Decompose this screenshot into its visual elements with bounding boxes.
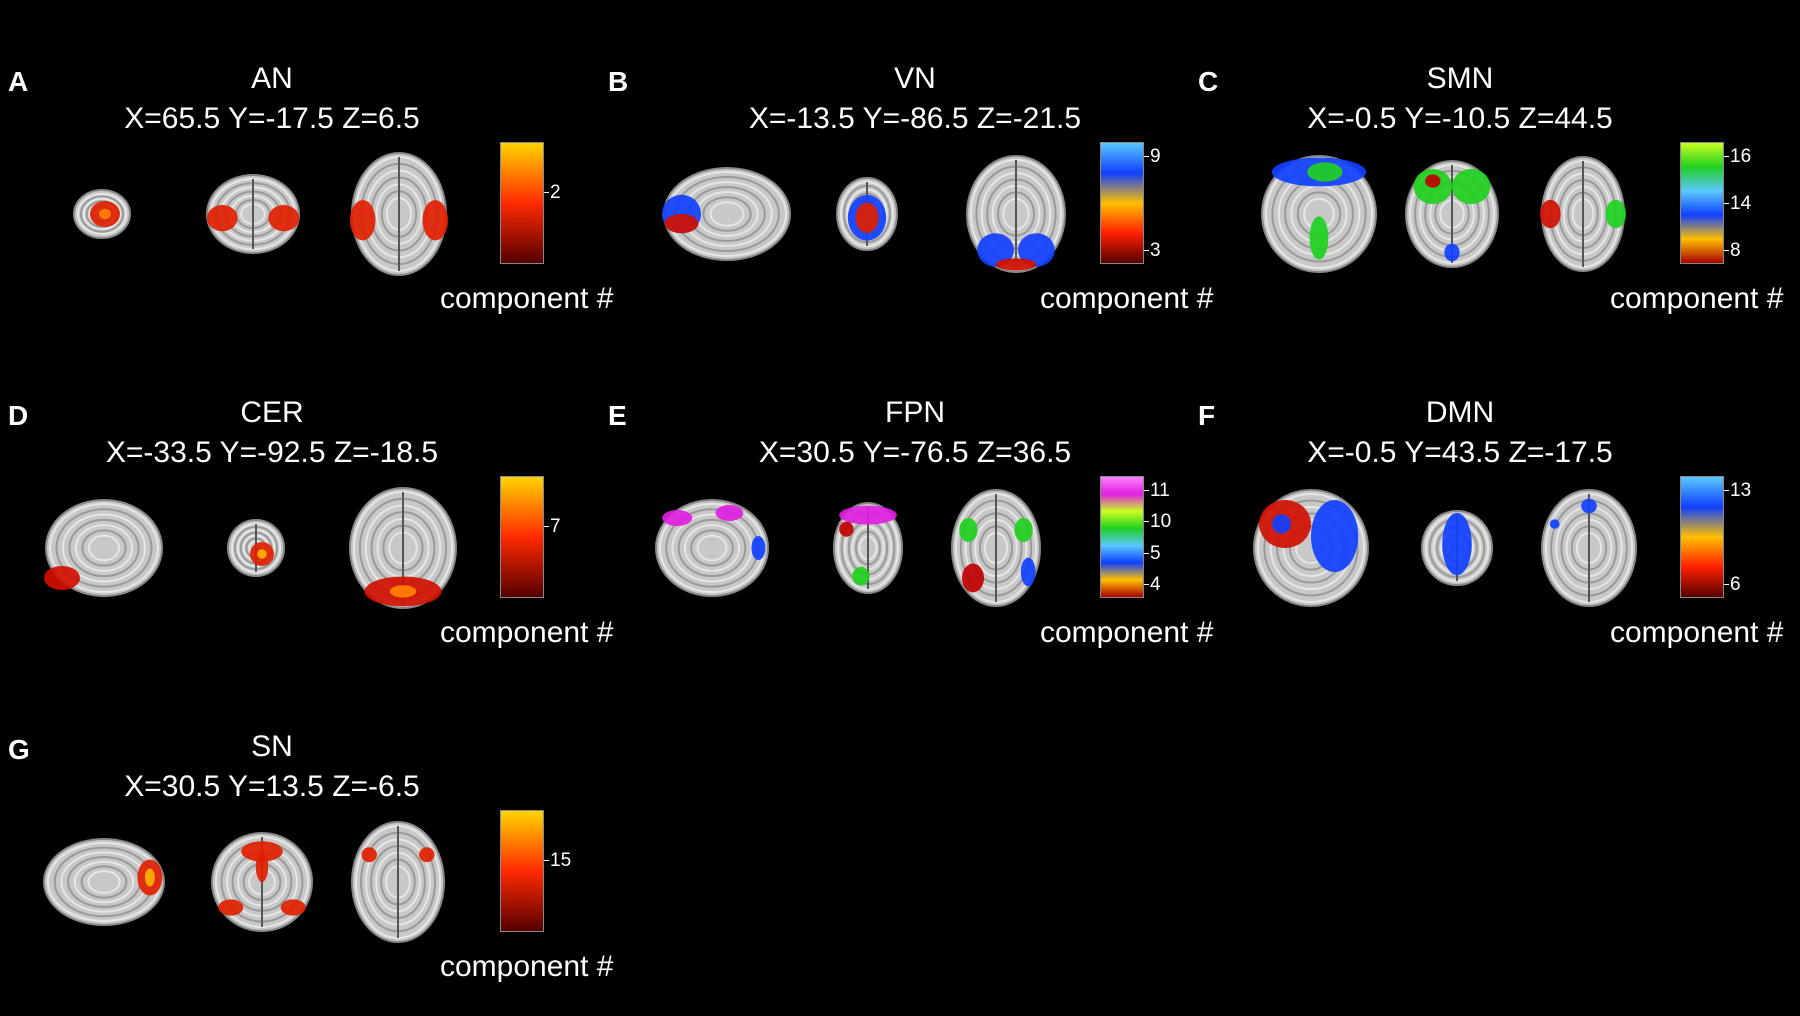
sagittal-brain-slice xyxy=(662,166,792,262)
axial-brain-slice xyxy=(1540,488,1638,608)
coronal-brain-slice xyxy=(1404,159,1500,269)
colorbar-tick-label: 9 xyxy=(1150,146,1161,167)
slice-coordinates: X=-13.5 Y=-86.5 Z=-21.5 xyxy=(748,102,1082,135)
network-title: DMN xyxy=(1425,396,1495,429)
coronal-brain-slice xyxy=(832,501,904,595)
colorbar xyxy=(1100,476,1144,598)
colorbar xyxy=(500,810,544,932)
colorbar-tick-label: 15 xyxy=(550,850,572,871)
slice-coordinates: X=65.5 Y=-17.5 Z=6.5 xyxy=(124,102,420,135)
panel-g: G SN X=30.5 Y=13.5 Z=-6.5 15 component # xyxy=(0,686,613,1016)
coronal-brain-slice xyxy=(835,176,899,252)
colorbar-tick-mark xyxy=(1724,490,1729,491)
sagittal-brain-slice xyxy=(1260,154,1378,274)
colorbar-label: component # xyxy=(440,616,614,649)
colorbar-tick-mark xyxy=(1724,156,1729,157)
colorbar xyxy=(1100,142,1144,264)
panel-letter: E xyxy=(608,400,627,431)
colorbar-tick-label: 4 xyxy=(1150,574,1161,595)
sagittal-brain-slice xyxy=(1252,488,1370,608)
coronal-brain-slice xyxy=(226,518,286,578)
axial-brain-slice xyxy=(348,486,458,610)
panel-letter: C xyxy=(1198,66,1219,97)
panel-c: C SMN X=-0.5 Y=-10.5 Z=44.5 16 14 8 component … xyxy=(1190,18,1790,348)
colorbar-label: component # xyxy=(1040,616,1214,649)
colorbar xyxy=(500,142,544,264)
panel-a: A AN X=65.5 Y=-17.5 Z=6.5 2 component # xyxy=(0,18,613,348)
colorbar-tick-mark xyxy=(544,860,549,861)
colorbar-tick-mark xyxy=(1144,250,1149,251)
axial-brain-slice xyxy=(350,151,448,277)
network-title: AN xyxy=(251,62,293,95)
colorbar-tick-mark xyxy=(1144,584,1149,585)
network-title: CER xyxy=(240,396,304,429)
colorbar-tick-mark xyxy=(1144,521,1149,523)
colorbar-tick-mark xyxy=(1724,584,1729,585)
colorbar-label: component # xyxy=(1610,616,1784,649)
sagittal-brain-slice xyxy=(654,498,770,598)
colorbar-label: component # xyxy=(1040,282,1214,315)
colorbar-tick-label: 5 xyxy=(1150,542,1161,564)
panel-letter: A xyxy=(8,66,29,97)
panel-letter: B xyxy=(608,66,629,97)
colorbar-tick-label: 14 xyxy=(1730,193,1752,214)
colorbar xyxy=(1680,142,1724,264)
network-title: FPN xyxy=(885,396,945,429)
colorbar-tick-label: 3 xyxy=(1150,240,1161,261)
panel-letter: G xyxy=(8,734,30,765)
panel-f: F DMN X=-0.5 Y=43.5 Z=-17.5 13 6 component # xyxy=(1190,352,1790,682)
axial-brain-slice xyxy=(1540,155,1626,273)
panel-letter: D xyxy=(8,400,29,431)
colorbar-tick-label: 2 xyxy=(550,182,561,203)
axial-brain-slice xyxy=(950,488,1042,608)
colorbar-tick-label: 10 xyxy=(1150,511,1172,533)
network-title: SN xyxy=(251,730,293,763)
panel-b: B VN X=-13.5 Y=-86.5 Z=-21.5 9 3 component # xyxy=(600,18,1213,348)
colorbar-tick-mark xyxy=(544,526,549,527)
coronal-brain-slice xyxy=(1420,509,1494,587)
colorbar-tick-mark xyxy=(1724,203,1729,204)
colorbar-tick-label: 11 xyxy=(1150,480,1170,501)
axial-brain-slice xyxy=(350,820,446,944)
slice-coordinates: X=-0.5 Y=-10.5 Z=44.5 xyxy=(1307,102,1613,135)
colorbar-tick-label: 16 xyxy=(1730,146,1752,167)
panel-e: E FPN X=30.5 Y=-76.5 Z=36.5 11 10 5 4 component… xyxy=(600,352,1213,682)
colorbar-tick-mark xyxy=(1144,490,1149,491)
axial-brain-slice xyxy=(965,154,1067,274)
colorbar-label: component # xyxy=(440,282,614,315)
slice-coordinates: X=-33.5 Y=-92.5 Z=-18.5 xyxy=(105,436,439,469)
colorbar-tick-mark xyxy=(1144,156,1149,157)
colorbar-label: component # xyxy=(440,950,614,983)
panel-letter: F xyxy=(1198,400,1216,431)
slice-coordinates: X=-0.5 Y=43.5 Z=-17.5 xyxy=(1307,436,1613,469)
colorbar xyxy=(500,476,544,598)
network-title: SMN xyxy=(1426,62,1494,95)
sagittal-brain-slice xyxy=(44,498,164,598)
sagittal-brain-slice xyxy=(72,188,132,240)
slice-coordinates: X=30.5 Y=-76.5 Z=36.5 xyxy=(758,436,1072,469)
colorbar-tick-label: 7 xyxy=(550,516,561,537)
colorbar xyxy=(1680,476,1724,598)
coronal-brain-slice xyxy=(205,173,301,255)
panel-d: D CER X=-33.5 Y=-92.5 Z=-18.5 7 component # xyxy=(0,352,613,682)
colorbar-tick-mark xyxy=(544,192,549,193)
colorbar-tick-mark xyxy=(1724,250,1729,251)
colorbar-tick-mark xyxy=(1144,552,1149,554)
coronal-brain-slice xyxy=(210,831,314,933)
colorbar-tick-label: 6 xyxy=(1730,574,1741,595)
colorbar-tick-label: 13 xyxy=(1730,480,1752,501)
colorbar-tick-label: 8 xyxy=(1730,240,1741,261)
slice-coordinates: X=30.5 Y=13.5 Z=-6.5 xyxy=(124,770,420,803)
sagittal-brain-slice xyxy=(42,837,166,927)
network-title: VN xyxy=(894,62,936,95)
colorbar-label: component # xyxy=(1610,282,1784,315)
